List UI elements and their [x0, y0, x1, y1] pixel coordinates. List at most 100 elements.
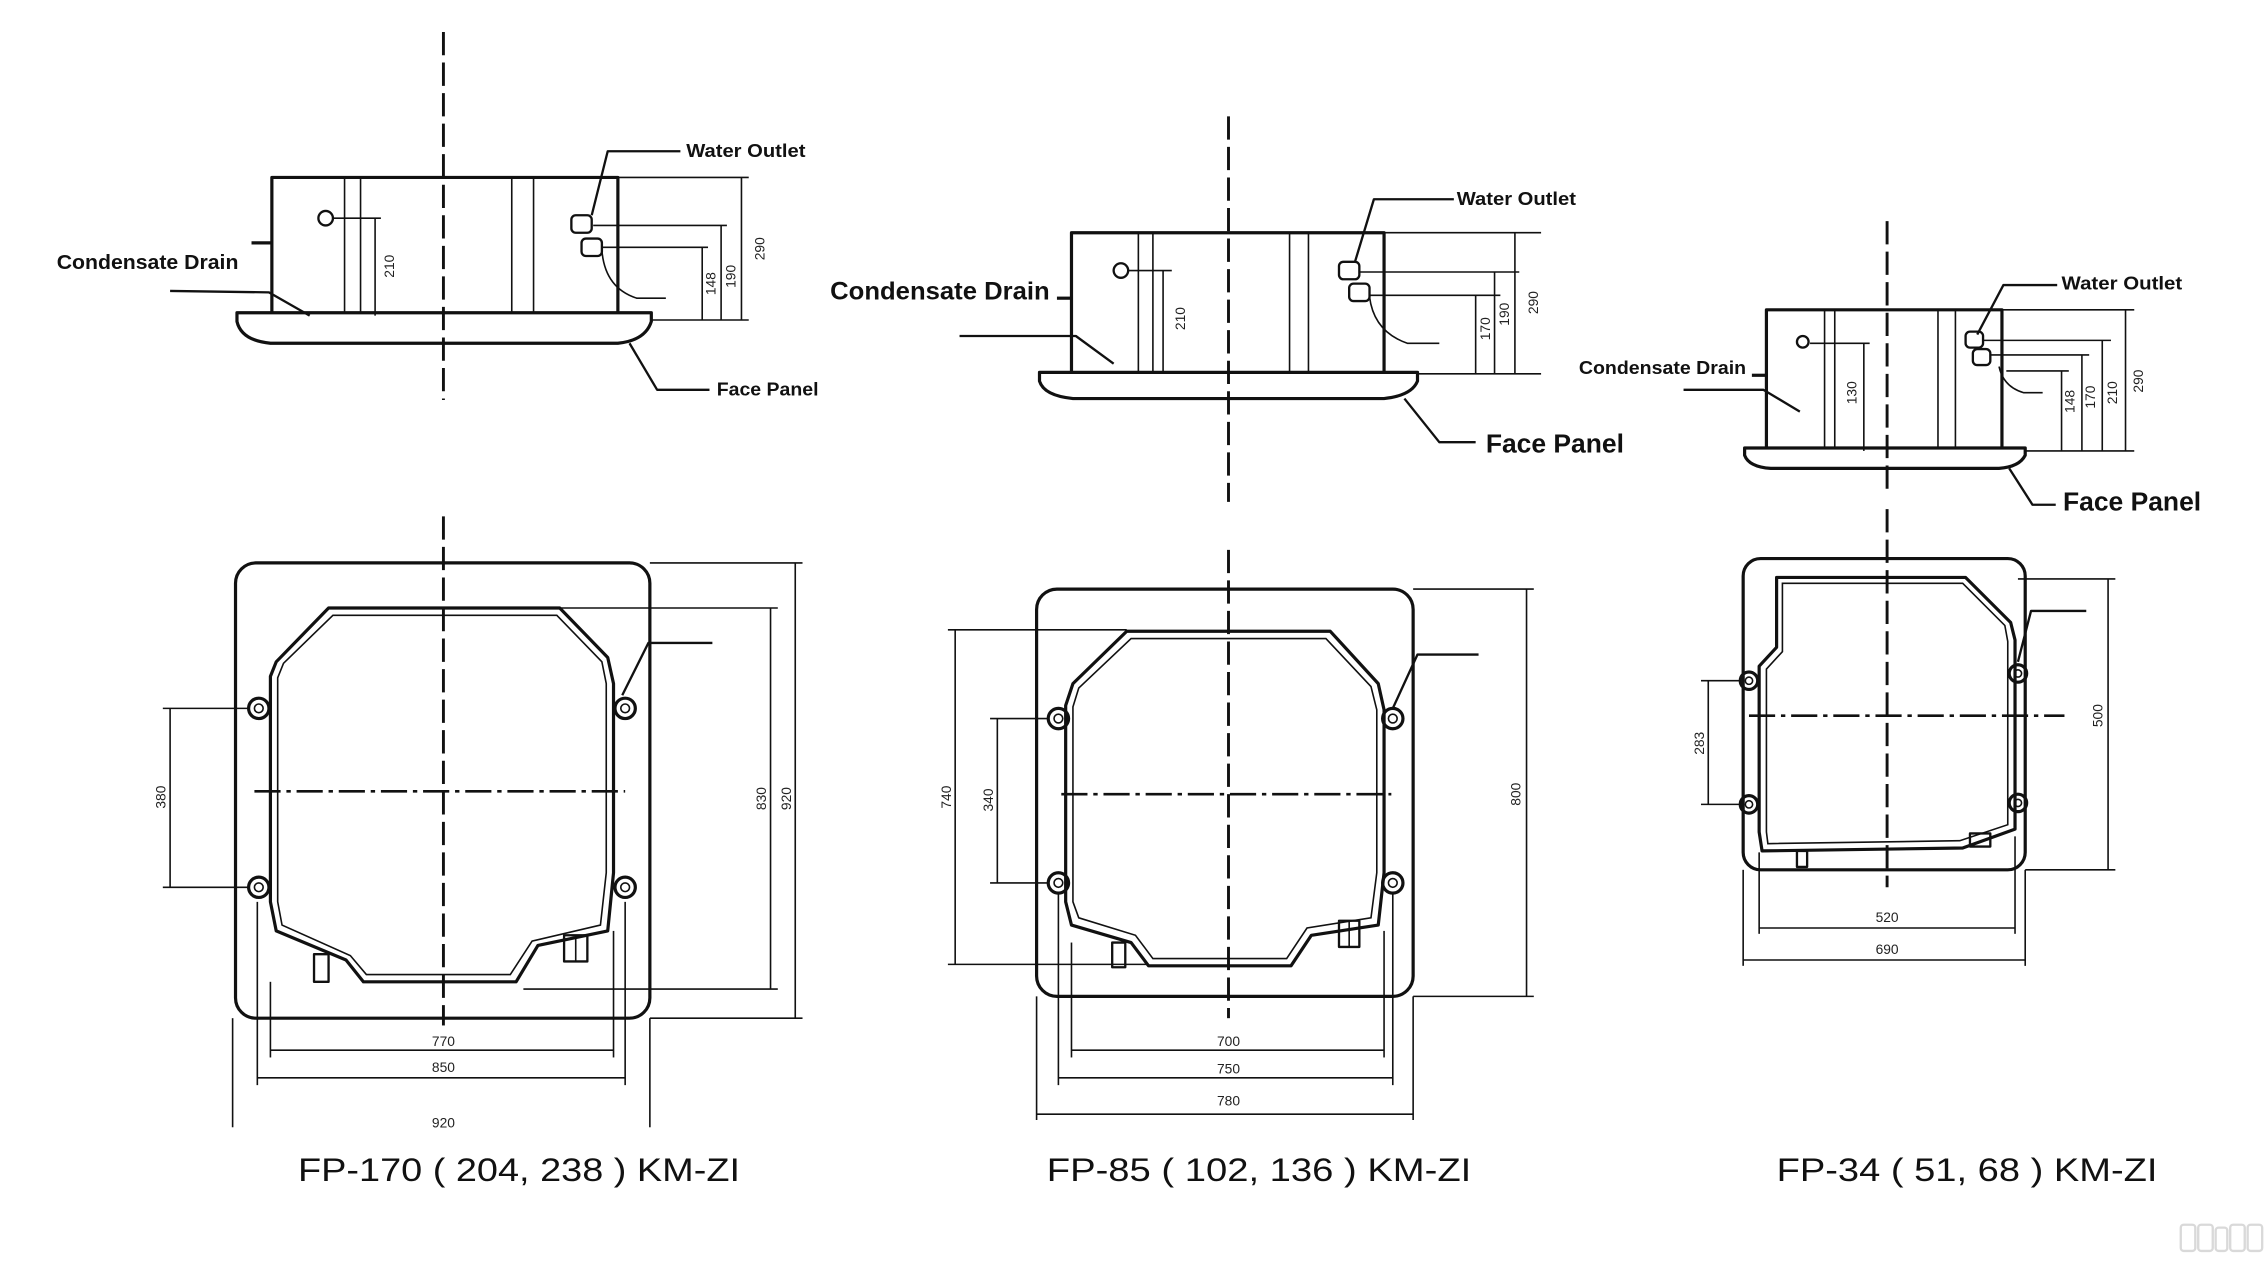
mounting-bracket: [2007, 663, 2029, 684]
unit-3-plan-view: 283 500 520 690: [1691, 509, 2116, 966]
dim-label-outlet-low: 148: [702, 272, 718, 295]
dim-label-body-width: 770: [432, 1033, 455, 1049]
dim-label-bracket-pitch: 340: [980, 788, 996, 811]
bracket-bolt: [1053, 713, 1064, 724]
face-panel-outline: [1741, 556, 2027, 872]
unit-body-outline: [1757, 575, 2017, 853]
extension-lines: [1810, 309, 2135, 452]
drain-outlet-stub: [1795, 849, 1809, 869]
watermark-glyph: [2197, 1223, 2214, 1253]
water-outlet-label: Water Outlet: [2062, 273, 2183, 294]
face-panel: [1743, 446, 2027, 470]
unit-2-plan-view: 740 340 800 700 750 780: [938, 549, 1534, 1120]
bracket-bolt: [1387, 877, 1398, 889]
pipe-connection-stub: [1968, 832, 1992, 848]
water-outlet-leader: [1353, 198, 1454, 263]
unit-body-outline: [268, 606, 616, 984]
water-outlet-leader: [1976, 283, 2058, 336]
bracket-ring: [2007, 792, 2029, 814]
bracket-leader: [1391, 653, 1479, 709]
extension-lines: [1701, 578, 2116, 966]
dim-label-body-width: 700: [1217, 1033, 1240, 1049]
water-pipe: [1368, 296, 1440, 345]
bracket-ring: [1381, 871, 1405, 895]
dim-label-panel-depth: 800: [1508, 782, 1524, 805]
extension-lines: [162, 562, 803, 1128]
model-caption-unit-1: FP-170 ( 204, 238 ) KM-ZI: [298, 1152, 740, 1188]
face-panel-outline: [1034, 587, 1415, 998]
mounting-bracket: [1381, 871, 1405, 895]
dim-label-bracket-pitch: 283: [1691, 731, 1707, 754]
drain-port: [1112, 262, 1130, 279]
unit-3-side-view: 290 210 170 148 130 Water Outlet Condens…: [1579, 221, 2201, 517]
dim-label-body-depth: 740: [938, 785, 954, 808]
dim-label-outlet-low: 148: [2062, 390, 2078, 413]
condensate-drain-leader: [959, 334, 1115, 365]
water-valve: [570, 214, 593, 234]
face-panel-label: Face Panel: [2063, 487, 2201, 517]
bracket-bolt: [2013, 669, 2023, 678]
unit-1-side-view: 290 190 148 210 Water Outlet Condensate …: [57, 32, 819, 401]
unit-body-inner-outline: [1072, 637, 1378, 960]
drain-port: [1795, 334, 1810, 349]
bracket-bolt: [1744, 799, 1754, 809]
bracket-ring: [613, 696, 637, 721]
watermark-glyph: [2246, 1223, 2264, 1253]
dim-label-bracket-pitch: 380: [153, 785, 169, 808]
dim-label-outlet-high: 190: [723, 265, 739, 288]
water-valve: [1971, 347, 1992, 367]
dim-label-outlet-high: 190: [1496, 302, 1512, 325]
unit-body-outline: [1064, 629, 1386, 968]
extension-lines: [332, 176, 749, 321]
model-caption-unit-2: FP-85 ( 102, 136 ) KM-ZI: [1047, 1152, 1472, 1188]
dim-label-drain-height: 130: [1844, 381, 1860, 404]
condensate-drain-leader: [1683, 388, 1801, 413]
drain-outlet-stub: [312, 953, 330, 983]
face-panel-leader: [2008, 467, 2056, 506]
water-outlet-leader: [590, 150, 681, 216]
bracket-bolt: [2013, 798, 2023, 808]
water-valve: [1337, 260, 1361, 281]
bracket-bolt: [619, 882, 631, 893]
bracket-bolt: [1387, 713, 1398, 724]
dim-label-panel-width: 920: [432, 1114, 455, 1130]
watermark-glyph: [2179, 1223, 2197, 1253]
dim-label-drain-height: 210: [381, 254, 397, 277]
bracket-bolt: [1053, 877, 1064, 889]
dim-label-panel-depth: 500: [2089, 704, 2105, 727]
dim-label-overall-height: 290: [1525, 291, 1541, 314]
water-valve: [1348, 282, 1371, 303]
bracket-leader: [621, 641, 713, 696]
watermark-glyph: [2229, 1223, 2246, 1253]
condensate-drain-leader: [170, 289, 311, 317]
dim-label-drain-height: 210: [1172, 307, 1188, 330]
unit-2-side-view: 290 190 170 210 Water Outlet Condensate …: [830, 116, 1624, 502]
dim-label-bracket-span: 850: [432, 1059, 455, 1075]
dim-label-outlet-mid: 170: [2082, 385, 2098, 408]
mounting-bracket: [613, 696, 637, 721]
condensate-drain-label: Condensate Drain: [57, 252, 239, 274]
face-panel-leader: [628, 342, 710, 391]
condensate-drain-label: Condensate Drain: [1579, 358, 1746, 379]
extension-lines: [947, 588, 1534, 1120]
unit-body-inner-outline: [276, 614, 608, 976]
watermark: [2179, 1223, 2264, 1253]
dim-label-outlet-high: 210: [2104, 381, 2120, 404]
condensate-drain-label: Condensate Drain: [830, 279, 1050, 306]
unit-1-plan-view: 380 830 920 770 850 920: [153, 516, 803, 1130]
dim-label-panel-depth: 920: [778, 787, 794, 810]
dim-label-overall-height: 290: [2130, 369, 2146, 392]
bracket-bolt: [253, 703, 264, 714]
model-caption-unit-3: FP-34 ( 51, 68 ) KM-ZI: [1777, 1152, 2158, 1188]
face-panel-leader: [1403, 397, 1476, 444]
mounting-bracket: [613, 875, 637, 900]
water-pipe: [1998, 366, 2043, 394]
water-outlet-label: Water Outlet: [686, 141, 806, 162]
bracket-ring: [613, 875, 637, 900]
bracket-ring: [2007, 663, 2029, 684]
dim-label-outlet-low: 170: [1477, 317, 1493, 340]
dim-label-panel-width: 780: [1217, 1092, 1240, 1108]
dim-label-bracket-span: 750: [1217, 1060, 1240, 1076]
